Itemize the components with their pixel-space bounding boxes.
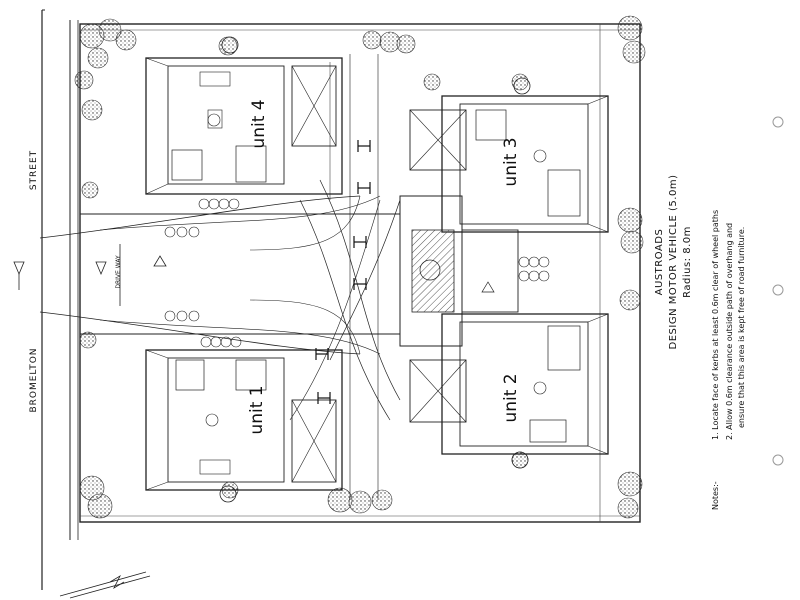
design-vehicle-radius: Radius: 8.0m: [682, 226, 693, 298]
unit-4-building: [145, 36, 343, 195]
unit-1-label: unit 1: [247, 385, 267, 434]
street-name-bromelton: BROMELTON: [29, 347, 39, 412]
north-arrow-icon: [59, 571, 151, 599]
design-vehicle-title: AUSTROADS: [654, 229, 665, 296]
central-courtyard: [399, 195, 519, 347]
driveway-label: DRIVE WAY: [115, 255, 122, 289]
unit-1-building: [145, 349, 343, 503]
street-frontage: [41, 9, 79, 590]
note-1: 1. Locate face of kerbs at least 0.6m cl…: [711, 210, 720, 440]
street-name-street: STREET: [29, 150, 39, 190]
paver-row: [164, 198, 550, 348]
unit-3-building: [409, 77, 609, 233]
driveway-swept-paths: [39, 54, 401, 500]
street-arrows: [13, 261, 107, 290]
note-2: 2. Allow 0.6m clearance outside path of …: [725, 223, 734, 440]
unit-4-label: unit 4: [249, 99, 269, 148]
landscaping-top: [74, 15, 646, 199]
landscaping-bottom: [79, 207, 644, 519]
design-vehicle-subtitle: DESIGN MOTOR VEHICLE (5.0m): [668, 175, 679, 350]
binder-holes: [772, 116, 784, 466]
property-boundary: [79, 23, 641, 523]
unit-3-label: unit 3: [501, 137, 521, 186]
unit-2-building: [409, 313, 609, 469]
parking-markers: [315, 140, 371, 404]
driveway-marker: [119, 244, 167, 306]
unit-2-label: unit 2: [501, 373, 521, 422]
note-3: ensure that this area is kept free of ro…: [737, 227, 746, 428]
notes-heading: Notes:-: [711, 481, 720, 510]
